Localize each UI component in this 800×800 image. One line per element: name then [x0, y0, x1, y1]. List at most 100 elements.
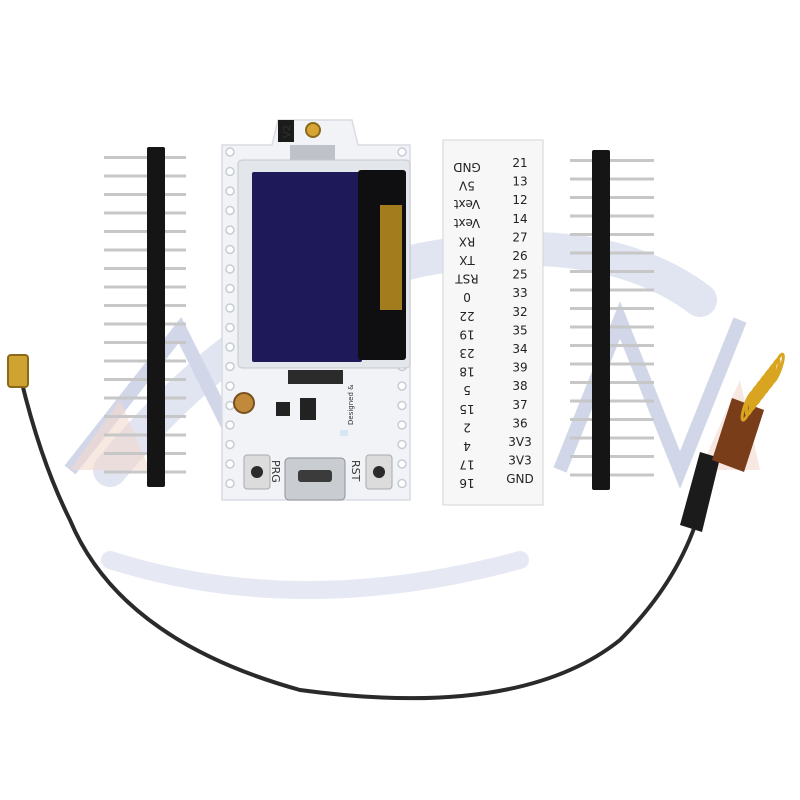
pinout-card-background: [442, 139, 544, 506]
pinout-label-left: 4: [463, 439, 471, 453]
header-pin: [104, 415, 186, 418]
header-pin: [104, 452, 186, 455]
antenna-coil-icon: [740, 352, 785, 422]
header-pin: [570, 288, 654, 292]
chip-u2: [300, 398, 316, 420]
pinout-label-right: 35: [512, 323, 527, 337]
pinout-label-left: 15: [459, 402, 474, 416]
header-pin: [570, 159, 654, 162]
shield-can: [290, 145, 335, 163]
pinout-label-left: 0: [463, 290, 471, 304]
header-pin: [104, 285, 186, 289]
edge-hole: [225, 303, 235, 313]
right-pin-header: [570, 150, 654, 490]
prg-label: PRG: [269, 460, 282, 483]
edge-hole: [397, 478, 407, 489]
designer-label: Designed &: [347, 384, 355, 425]
edge-hole: [225, 166, 235, 177]
prg-button-cap[interactable]: [251, 466, 263, 478]
header-pin: [570, 251, 654, 255]
pinout-label-left: 2: [463, 420, 471, 434]
oled-flex-tab: [380, 205, 402, 310]
pinout-label-right: 36: [512, 416, 527, 430]
inductor-icon: [233, 392, 255, 414]
header-pin: [570, 325, 654, 329]
antenna-sleeve: [680, 452, 720, 532]
left-pin-header: [104, 147, 186, 487]
header-pin: [570, 233, 654, 236]
header-pin: [104, 267, 186, 270]
header-pin: [104, 304, 186, 307]
header-pin: [570, 418, 654, 421]
edge-hole: [397, 459, 407, 469]
rst-label: RST: [349, 460, 362, 482]
header-pin: [570, 177, 654, 181]
header-pin: [104, 378, 186, 381]
header-pin: [570, 399, 654, 403]
header-pin: [570, 455, 654, 458]
edge-hole: [225, 420, 235, 430]
header-pin: [104, 341, 186, 344]
pinout-label-right: 32: [512, 305, 527, 319]
edge-hole: [225, 439, 235, 450]
pinout-label-left: 5: [463, 383, 471, 397]
pinout-label-left: RX: [459, 234, 476, 248]
pinout-label-left: TX: [459, 253, 476, 267]
led-indicator: [340, 430, 348, 436]
pinout-label-right: 34: [512, 342, 527, 356]
edge-hole: [397, 381, 407, 391]
edge-hole: [397, 439, 407, 450]
header-pin: [570, 436, 654, 440]
pinout-label-left: 16: [459, 476, 474, 490]
pinout-label-right: 26: [512, 249, 527, 263]
header-pin: [104, 156, 186, 159]
oled-glass: [252, 172, 362, 362]
edge-hole: [225, 342, 235, 352]
header-pin: [104, 230, 186, 233]
pinout-label-left: 19: [459, 327, 474, 341]
pinout-label-right: 14: [512, 212, 527, 226]
edge-hole: [225, 147, 235, 157]
antenna-base: [712, 398, 764, 472]
header-pin: [104, 433, 186, 437]
header-pin: [570, 270, 654, 273]
pinout-label-left: RST: [455, 272, 479, 286]
edge-hole: [225, 381, 235, 391]
edge-hole: [397, 420, 407, 430]
header-pin: [570, 362, 654, 366]
pinout-label-right: 33: [512, 286, 527, 300]
pinout-label-right: 38: [512, 379, 527, 393]
pinout-label-left: 18: [459, 365, 474, 379]
pinout-label-left: Vext: [454, 197, 481, 211]
pinout-label-right: 21: [512, 156, 527, 170]
header-pin: [104, 359, 186, 363]
rst-button-cap[interactable]: [373, 466, 385, 478]
edge-hole: [225, 400, 235, 411]
header-pin: [104, 470, 186, 474]
micro-usb-opening: [298, 470, 332, 482]
pinout-label-right: 3V3: [508, 454, 531, 468]
version-label: V2: [282, 125, 293, 138]
ipex-plug: [7, 354, 29, 388]
right-header-plastic: [592, 150, 610, 490]
header-pin: [104, 322, 186, 326]
header-pin: [570, 344, 654, 347]
header-pin: [570, 214, 654, 218]
edge-hole: [225, 244, 235, 255]
header-pin: [104, 248, 186, 252]
header-pin: [104, 193, 186, 196]
header-pin: [570, 381, 654, 384]
pinout-label-right: 3V3: [508, 435, 531, 449]
left-header-plastic: [147, 147, 165, 487]
antenna-cable: [7, 352, 785, 701]
edge-hole: [225, 205, 235, 216]
right-header-pins: [570, 159, 654, 477]
edge-hole: [225, 361, 235, 372]
chip-u1: [276, 402, 290, 416]
pinout-label-left: 22: [459, 309, 474, 323]
pinout-label-left: Vext: [454, 216, 481, 230]
edge-hole: [397, 400, 407, 411]
usb-chip: [288, 370, 343, 384]
